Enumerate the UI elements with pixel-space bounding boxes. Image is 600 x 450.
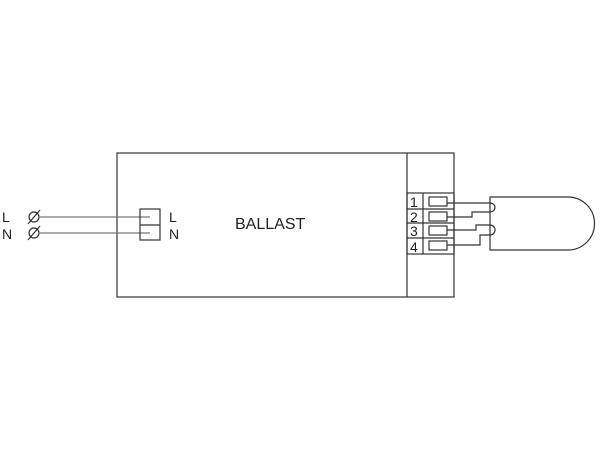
terminal-number-3: 3 <box>410 223 418 239</box>
input-label-L: L <box>169 209 177 225</box>
mains-terminal-L-icon <box>27 209 41 225</box>
lamp-icon <box>489 196 596 251</box>
ballast-label: BALLAST <box>235 216 305 233</box>
output-terminal-3 <box>428 225 448 236</box>
lamp-wire-2 <box>447 211 490 218</box>
output-terminal-1 <box>428 196 448 207</box>
output-terminal-4 <box>428 240 448 251</box>
input-label-N: N <box>169 226 179 242</box>
terminal-number-1: 1 <box>410 194 418 210</box>
filament-upper <box>489 202 496 213</box>
lamp-wire-4 <box>447 234 490 246</box>
terminal-number-2: 2 <box>410 209 418 225</box>
terminal-number-4: 4 <box>410 239 418 255</box>
mains-label-L: L <box>2 209 10 225</box>
lamp-wire-3 <box>447 224 490 231</box>
mains-label-N: N <box>2 226 12 242</box>
filament-lower <box>489 224 496 236</box>
mains-terminal-N-icon <box>27 225 41 241</box>
output-terminal-2 <box>428 211 448 222</box>
